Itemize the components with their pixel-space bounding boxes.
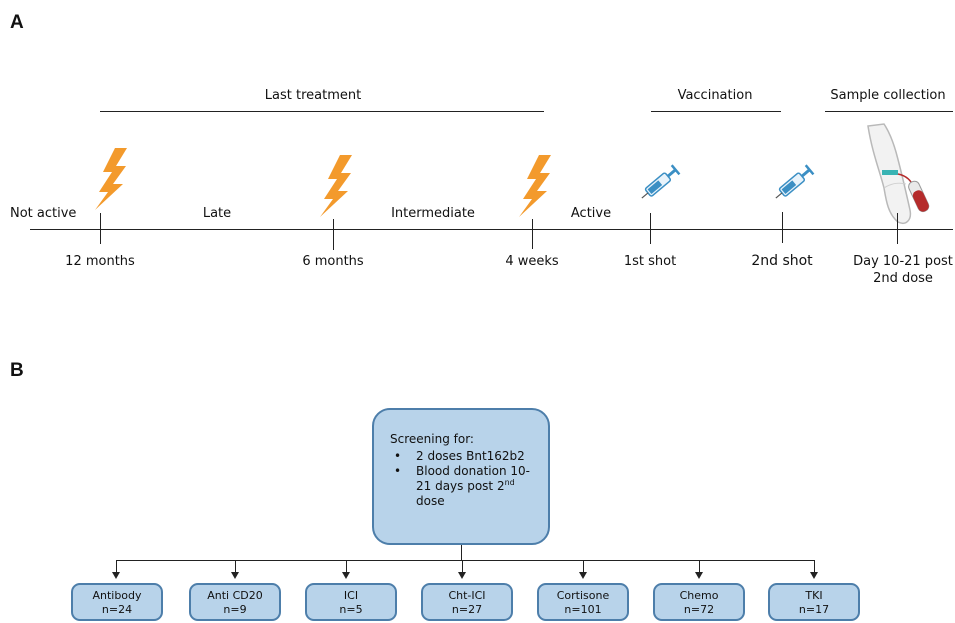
screening-item-doses: 2 doses Bnt162b2 (390, 449, 538, 464)
screening-item-text-end: dose (416, 494, 445, 508)
last-treatment-label: Last treatment (264, 88, 362, 103)
phase-intermediate: Intermediate (391, 206, 475, 221)
category-name: Cht-ICI (448, 589, 486, 602)
connector-drop (699, 560, 700, 572)
arm-blood-draw-icon (867, 123, 930, 224)
arrow-down-icon (579, 572, 587, 579)
category-count: n=101 (564, 603, 602, 616)
syringe-icon (775, 164, 815, 199)
connector-drop (116, 560, 117, 572)
screening-title: Screening for: (390, 432, 474, 446)
category-name: TKI (805, 589, 823, 602)
connector-drop (346, 560, 347, 572)
tick-label-6-months: 6 months (302, 254, 364, 269)
category-count: n=17 (798, 603, 830, 616)
tick-label-4-weeks: 4 weeks (505, 254, 559, 269)
arrow-down-icon (342, 572, 350, 579)
screening-box: Screening for: 2 doses Bnt162b2 Blood do… (372, 408, 550, 545)
category-box-ici: ICI n=5 (305, 583, 397, 621)
category-name: Antibody (92, 589, 142, 602)
tick-sample-day (897, 213, 898, 244)
screening-item-text: Blood donation 10-21 days post 2 (416, 464, 530, 493)
category-name: Cortisone (556, 589, 610, 602)
panel-b-label: B (10, 360, 24, 381)
category-count: n=5 (339, 603, 363, 616)
category-box-cortisone: Cortisone n=101 (537, 583, 629, 621)
tick-12-months (100, 213, 101, 244)
connector-bus (116, 560, 814, 561)
category-count: n=27 (451, 603, 483, 616)
category-box-anti-cd20: Anti CD20 n=9 (189, 583, 281, 621)
category-name: ICI (343, 589, 359, 602)
category-name: Anti CD20 (207, 589, 263, 602)
vaccination-bracket (651, 111, 781, 112)
screening-criteria-list: 2 doses Bnt162b2 Blood donation 10-21 da… (390, 449, 538, 509)
category-box-chemo: Chemo n=72 (653, 583, 745, 621)
sample-collection-bracket (825, 111, 953, 112)
tick-1st-shot (650, 213, 651, 244)
phase-active: Active (570, 206, 612, 221)
screening-item-blood-donation: Blood donation 10-21 days post 2nd dose (390, 464, 538, 509)
tick-label-12-months: 12 months (65, 254, 135, 269)
arrow-down-icon (695, 572, 703, 579)
phase-late: Late (202, 206, 232, 221)
tick-label-day-line2: 2nd dose (873, 271, 933, 286)
category-box-tki: TKI n=17 (768, 583, 860, 621)
sample-collection-label: Sample collection (830, 88, 946, 103)
syringe-icon (641, 164, 681, 199)
arrow-down-icon (810, 572, 818, 579)
last-treatment-bracket (100, 111, 544, 112)
category-count: n=24 (101, 603, 133, 616)
category-count: n=72 (683, 603, 715, 616)
arrow-down-icon (112, 572, 120, 579)
tick-label-2nd-shot: 2nd shot (751, 253, 813, 269)
arrow-down-icon (231, 572, 239, 579)
tick-6-months (333, 219, 334, 250)
lightning-icon (95, 148, 127, 210)
panel-a-label: A (10, 12, 24, 33)
category-box-antibody: Antibody n=24 (71, 583, 163, 621)
category-box-cht-ici: Cht-ICI n=27 (421, 583, 513, 621)
connector-drop (814, 560, 815, 572)
phase-not-active: Not active (10, 206, 77, 221)
connector-drop (462, 560, 463, 572)
lightning-icon (320, 155, 352, 217)
tick-2nd-shot (782, 212, 783, 243)
category-count: n=9 (223, 603, 247, 616)
connector-drop (583, 560, 584, 572)
arrow-down-icon (458, 572, 466, 579)
connector-drop (235, 560, 236, 572)
category-name: Chemo (679, 589, 719, 602)
lightning-icon (519, 155, 551, 217)
tick-label-1st-shot: 1st shot (623, 254, 677, 269)
screening-item-sup: nd (504, 478, 515, 487)
connector-stem (461, 545, 462, 560)
vaccination-label: Vaccination (677, 88, 753, 103)
timeline-axis (30, 229, 953, 230)
tick-label-day-line1: Day 10-21 post (853, 254, 953, 269)
tick-4-weeks (532, 219, 533, 249)
